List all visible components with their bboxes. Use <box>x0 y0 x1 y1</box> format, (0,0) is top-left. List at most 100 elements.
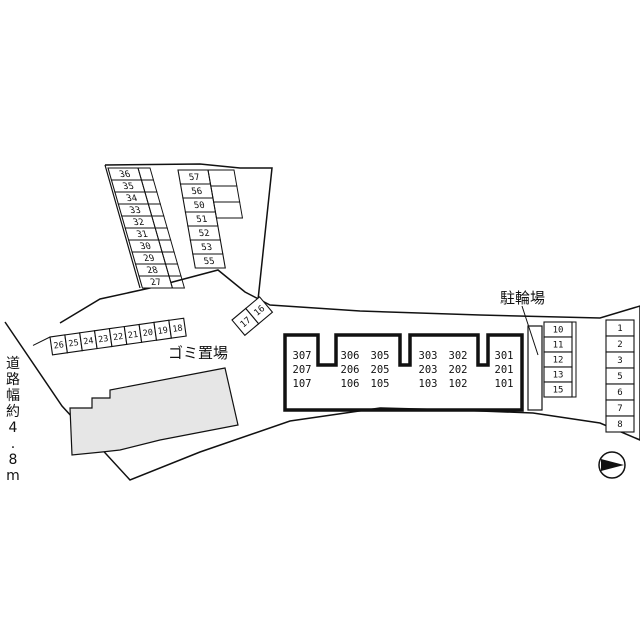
unit-number: 306 <box>341 350 360 362</box>
stall-number: 12 <box>553 356 564 366</box>
parking-stall: 29 <box>131 251 167 265</box>
stall-number: 13 <box>553 371 564 381</box>
stall-number: 18 <box>172 324 184 335</box>
stall-number: 25 <box>68 338 80 349</box>
parking-stall: 35 <box>110 179 146 193</box>
parking-stall: 53 <box>189 239 224 255</box>
stall-number: 27 <box>149 277 163 288</box>
parking-stall: 52 <box>187 225 221 241</box>
parking-stall: 56 <box>179 183 214 199</box>
stall-number: 29 <box>142 253 156 264</box>
stall-number: 11 <box>553 341 564 351</box>
stall-number: 19 <box>157 326 169 337</box>
trash-area-label: ゴミ置場 <box>168 344 228 362</box>
stall-number: 35 <box>121 181 135 192</box>
parking-stall: 30 <box>127 239 163 253</box>
apartment-unit: 302 202 102 <box>449 350 468 390</box>
unit-number: 206 <box>341 364 360 376</box>
north-arrow-icon <box>598 451 626 479</box>
road-char: . <box>10 436 16 452</box>
stall-number: 23 <box>98 334 110 345</box>
unit-number: 103 <box>419 378 438 390</box>
parking-stall: 8 <box>605 415 635 433</box>
unit-number: 106 <box>341 378 360 390</box>
stall-number: 57 <box>188 173 201 183</box>
property-boundary <box>4 269 640 481</box>
stall-number: 50 <box>193 201 206 211</box>
parking-stall: 7 <box>605 399 635 417</box>
stall-number: 3 <box>617 356 622 366</box>
unit-number: 202 <box>449 364 468 376</box>
unit-number: 102 <box>449 378 468 390</box>
stall-number: 53 <box>201 243 214 253</box>
stall-number: 28 <box>146 265 160 276</box>
parking-stall: 34 <box>114 191 150 205</box>
apartment-unit: 306 206 106 <box>341 350 360 390</box>
parking-stall: 11 <box>543 336 573 353</box>
parking-stall: 3 <box>605 351 635 369</box>
road-char: 8 <box>8 452 18 468</box>
parking-stall: 18 <box>168 317 187 339</box>
parking-stall: 20 <box>138 321 158 343</box>
parking-stall: 23 <box>93 328 113 350</box>
bicycle-parking-label: 駐輪場 <box>500 289 545 307</box>
stall-number: 24 <box>83 336 95 347</box>
parking-stall: 10 <box>543 321 573 338</box>
stall-number: 31 <box>135 229 149 240</box>
stall-number: 2 <box>617 340 622 350</box>
stall-number: 36 <box>118 169 132 180</box>
parking-stall: 5 <box>605 367 635 385</box>
unit-number: 201 <box>495 364 514 376</box>
unit-number: 307 <box>293 350 312 362</box>
road-width-label: 道 路 幅 約 4 . 8 m <box>2 356 24 484</box>
parking-stall: 13 <box>543 366 573 383</box>
parking-stall: 2 <box>605 335 635 353</box>
unit-number: 207 <box>293 364 312 376</box>
upper-lot-boundary <box>104 163 273 301</box>
parking-stall: 25 <box>64 332 83 354</box>
stall-number: 1 <box>617 324 622 334</box>
stall-number: 8 <box>617 420 622 430</box>
road-char: m <box>6 468 20 484</box>
stall-number: 33 <box>128 205 142 216</box>
parking-stall: 33 <box>117 203 153 217</box>
parking-stall: 50 <box>182 197 217 213</box>
stall-number: 6 <box>617 388 622 398</box>
stall-number: 30 <box>139 241 153 252</box>
parking-column-right: 1 2 3 5 6 7 8 <box>605 319 635 433</box>
apartment-building <box>283 333 524 412</box>
unit-number: 105 <box>371 378 390 390</box>
parking-stall: 31 <box>124 227 160 241</box>
unit-number: 301 <box>495 350 514 362</box>
parking-stall: 36 <box>107 167 143 181</box>
bicycle-parking-area <box>527 325 543 411</box>
stall-number: 32 <box>132 217 146 228</box>
neighbor-building <box>69 367 239 456</box>
unit-number: 303 <box>419 350 438 362</box>
parking-stall: 27 <box>138 275 174 289</box>
road-char: 道 <box>6 356 20 372</box>
parking-stall: 15 <box>543 381 573 398</box>
parking-stall: 16 <box>245 296 274 325</box>
stall-number: 7 <box>617 404 622 414</box>
stall-number: 20 <box>142 328 154 339</box>
parking-stall: 51 <box>184 211 219 227</box>
apartment-units: 3072071073062061063052051053032031033022… <box>293 350 514 390</box>
stall-number: 10 <box>553 326 564 336</box>
parking-stall: 32 <box>121 215 156 229</box>
stall-number: 26 <box>53 340 65 351</box>
stall-number: 56 <box>191 187 204 197</box>
stall-number: 15 <box>553 386 564 396</box>
unit-number: 302 <box>449 350 468 362</box>
parking-stall: 6 <box>605 383 635 401</box>
stall-number: 5 <box>617 372 622 382</box>
stall-number: 55 <box>203 257 216 267</box>
parking-stall: 12 <box>543 351 573 368</box>
